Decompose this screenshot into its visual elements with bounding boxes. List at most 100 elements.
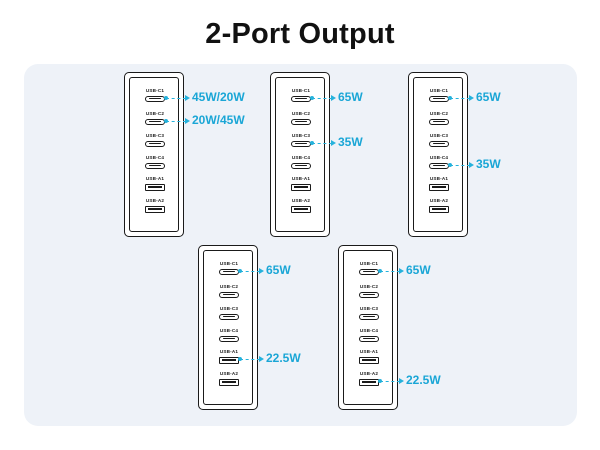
usb-a-port-icon — [291, 184, 311, 191]
usb-c-port-icon — [359, 292, 379, 298]
port-label: USB-C4 — [359, 328, 379, 333]
port-label: USB-C2 — [359, 284, 379, 289]
leader-line — [240, 359, 260, 360]
usb-c-port-icon — [219, 269, 239, 275]
usb-a-port-icon — [429, 206, 449, 213]
arrow-right-icon — [469, 95, 474, 101]
port-label: USB-C2 — [219, 284, 239, 289]
port-label: USB-C4 — [291, 155, 311, 160]
charger-faceplate — [203, 250, 253, 405]
usb-c-port-icon — [359, 269, 379, 275]
wattage-label: 65W — [266, 263, 291, 277]
port-label: USB-C4 — [145, 155, 165, 160]
arrow-right-icon — [185, 95, 190, 101]
usb-c-port-icon — [145, 119, 165, 125]
usb-c-port-icon — [429, 119, 449, 125]
arrow-right-icon — [331, 95, 336, 101]
arrow-right-icon — [185, 118, 190, 124]
port-label: USB-A1 — [291, 176, 311, 181]
usb-c-port-icon — [359, 314, 379, 320]
usb-a-port-icon — [145, 206, 165, 213]
leader-line — [312, 143, 332, 144]
arrow-right-icon — [259, 268, 264, 274]
port-label: USB-A1 — [359, 349, 379, 354]
port-label: USB-C1 — [429, 88, 449, 93]
port-label: USB-C4 — [429, 155, 449, 160]
port-label: USB-C3 — [429, 133, 449, 138]
port-label: USB-A1 — [219, 349, 239, 354]
wattage-label: 22.5W — [406, 373, 441, 387]
usb-a-port-icon — [429, 184, 449, 191]
port-label: USB-A1 — [429, 176, 449, 181]
port-label: USB-C1 — [219, 261, 239, 266]
wattage-label: 20W/45W — [192, 113, 245, 127]
leader-line — [166, 121, 186, 122]
port-label: USB-C1 — [145, 88, 165, 93]
arrow-right-icon — [399, 268, 404, 274]
page-title: 2-Port Output — [205, 18, 395, 50]
wattage-label: 22.5W — [266, 351, 301, 365]
port-label: USB-C4 — [219, 328, 239, 333]
port-label: USB-C2 — [291, 111, 311, 116]
leader-line — [380, 271, 400, 272]
port-label: USB-C2 — [429, 111, 449, 116]
usb-a-port-icon — [219, 379, 239, 386]
usb-c-port-icon — [291, 96, 311, 102]
usb-c-port-icon — [145, 141, 165, 147]
usb-c-port-icon — [219, 314, 239, 320]
usb-c-port-icon — [145, 96, 165, 102]
port-label: USB-C2 — [145, 111, 165, 116]
wattage-label: 45W/20W — [192, 90, 245, 104]
wattage-label: 65W — [476, 90, 501, 104]
port-label: USB-C3 — [359, 306, 379, 311]
charger-faceplate — [129, 77, 179, 232]
port-label: USB-C3 — [145, 133, 165, 138]
usb-c-port-icon — [291, 141, 311, 147]
port-label: USB-A2 — [291, 198, 311, 203]
wattage-label: 65W — [338, 90, 363, 104]
port-label: USB-C3 — [219, 306, 239, 311]
usb-c-port-icon — [359, 336, 379, 342]
port-label: USB-A2 — [145, 198, 165, 203]
usb-a-port-icon — [359, 357, 379, 364]
arrow-right-icon — [399, 378, 404, 384]
arrow-right-icon — [259, 356, 264, 362]
wattage-label: 35W — [338, 135, 363, 149]
leader-line — [450, 98, 470, 99]
leader-line — [450, 165, 470, 166]
port-label: USB-C3 — [291, 133, 311, 138]
port-label: USB-A1 — [145, 176, 165, 181]
usb-c-port-icon — [145, 163, 165, 169]
usb-c-port-icon — [219, 336, 239, 342]
usb-c-port-icon — [219, 292, 239, 298]
port-label: USB-A2 — [219, 371, 239, 376]
wattage-label: 35W — [476, 157, 501, 171]
charger-faceplate — [413, 77, 463, 232]
port-label: USB-A2 — [429, 198, 449, 203]
leader-line — [380, 381, 400, 382]
arrow-right-icon — [331, 140, 336, 146]
usb-c-port-icon — [291, 163, 311, 169]
usb-c-port-icon — [429, 96, 449, 102]
usb-c-port-icon — [429, 163, 449, 169]
charger-faceplate — [343, 250, 393, 405]
port-label: USB-C1 — [291, 88, 311, 93]
leader-line — [312, 98, 332, 99]
usb-c-port-icon — [291, 119, 311, 125]
usb-a-port-icon — [359, 379, 379, 386]
usb-a-port-icon — [219, 357, 239, 364]
charger-faceplate — [275, 77, 325, 232]
usb-a-port-icon — [291, 206, 311, 213]
usb-a-port-icon — [145, 184, 165, 191]
port-label: USB-A2 — [359, 371, 379, 376]
leader-line — [166, 98, 186, 99]
port-label: USB-C1 — [359, 261, 379, 266]
usb-c-port-icon — [429, 141, 449, 147]
leader-line — [240, 271, 260, 272]
wattage-label: 65W — [406, 263, 431, 277]
